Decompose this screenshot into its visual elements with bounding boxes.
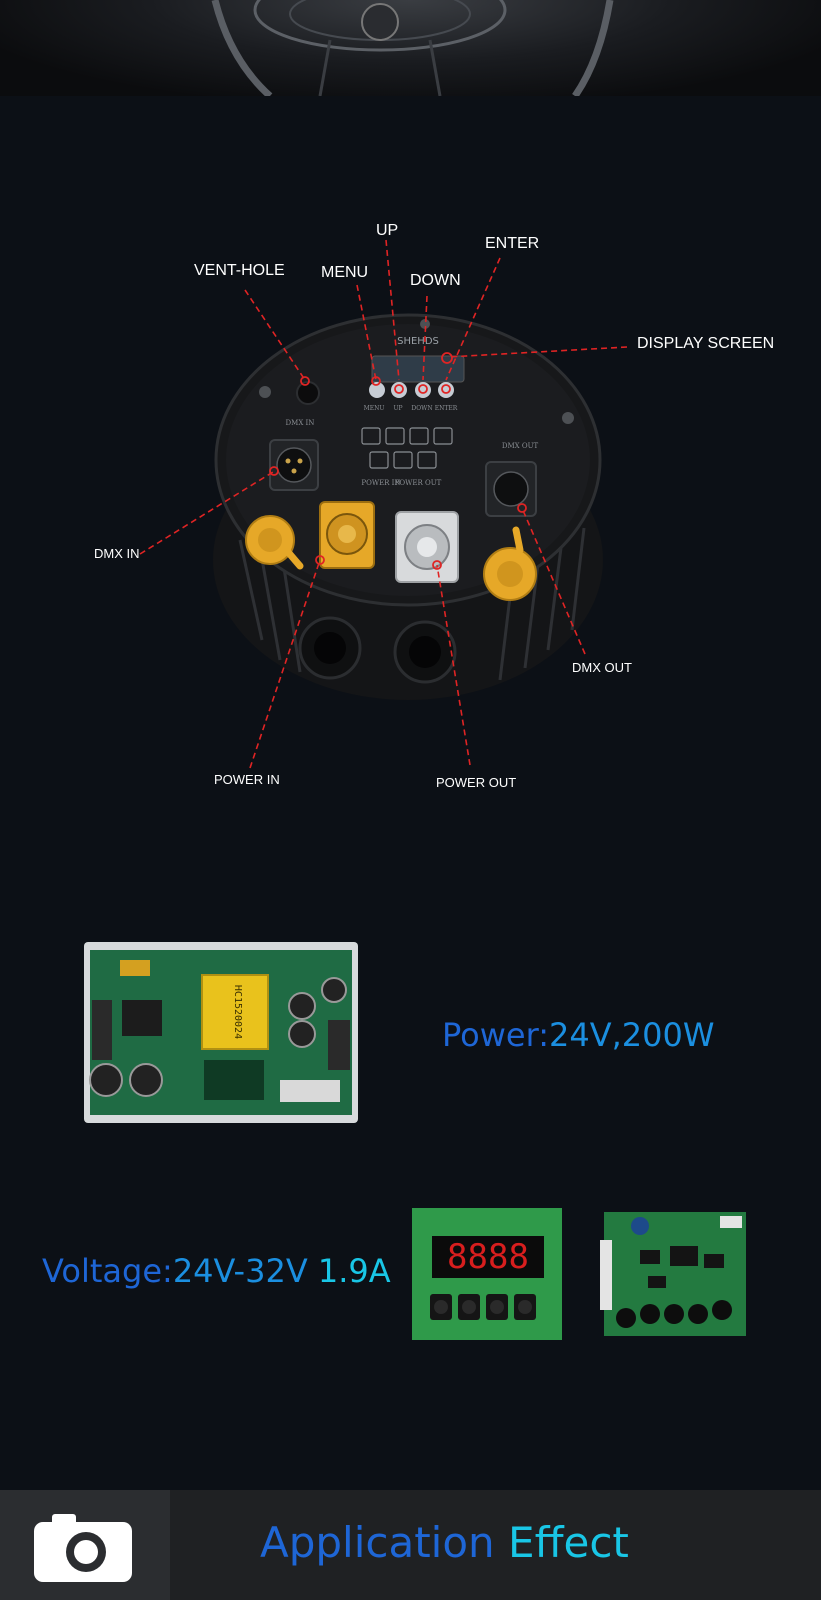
fixture-bottom-icon [211,0,614,96]
panel-power-out: POWER OUT [395,479,442,487]
driver-board-image [600,1212,746,1336]
panel-power-in: POWER IN [361,479,400,487]
btn-label-up: UP [393,405,402,412]
callout-vent-hole: VENT-HOLE [194,262,285,279]
top-product-photo [0,0,821,96]
callout-menu: MENU [321,264,369,281]
btn-label-down: DOWN [411,405,432,412]
board-display-digits: 8888 [447,1237,529,1277]
power-spec-value: 24V,200W [548,1016,715,1054]
footer-title-part1: Application [260,1518,495,1567]
voltage-spec-value: 24V-32V [172,1252,308,1290]
power-supply-board-image: HC1520024 [84,942,358,1123]
callout-power-out: POWER OUT [436,775,517,790]
power-spec-label: Power: [442,1016,549,1054]
callout-dmx-in: DMX IN [94,546,140,561]
callout-power-in: POWER IN [214,772,280,787]
panel-dmx-in: DMX IN [286,419,315,427]
btn-label-menu: MENU [364,405,385,412]
current-spec-value: 1.9A [317,1252,391,1290]
callout-dmx-out: DMX OUT [572,660,632,675]
callout-up: UP [376,222,399,239]
callout-display-screen: DISPLAY SCREEN [637,335,775,352]
callout-down: DOWN [410,272,461,289]
btn-label-enter: ENTER [435,405,458,412]
svg-text:HC1520024: HC1520024 [232,985,243,1039]
device-brand: SHEHDS [397,336,439,347]
footer-title: Application Effect [260,1518,629,1567]
callout-enter: ENTER [485,235,540,252]
panel-dmx-out: DMX OUT [502,442,539,450]
voltage-spec: Voltage:24V-32V 1.9A [42,1252,391,1290]
voltage-spec-label: Voltage: [42,1252,173,1290]
footer-title-part2: Effect [508,1518,629,1567]
camera-icon [34,1514,132,1582]
display-control-board-image: 8888 [412,1208,562,1340]
camera-tile[interactable] [0,1490,170,1600]
rear-panel-diagram: SHEHDS MENU UP DOWN ENTER DMX IN DMX OUT… [139,239,628,769]
footer-bar: Application Effect [0,1490,821,1600]
power-spec: Power:24V,200W [442,1016,714,1054]
